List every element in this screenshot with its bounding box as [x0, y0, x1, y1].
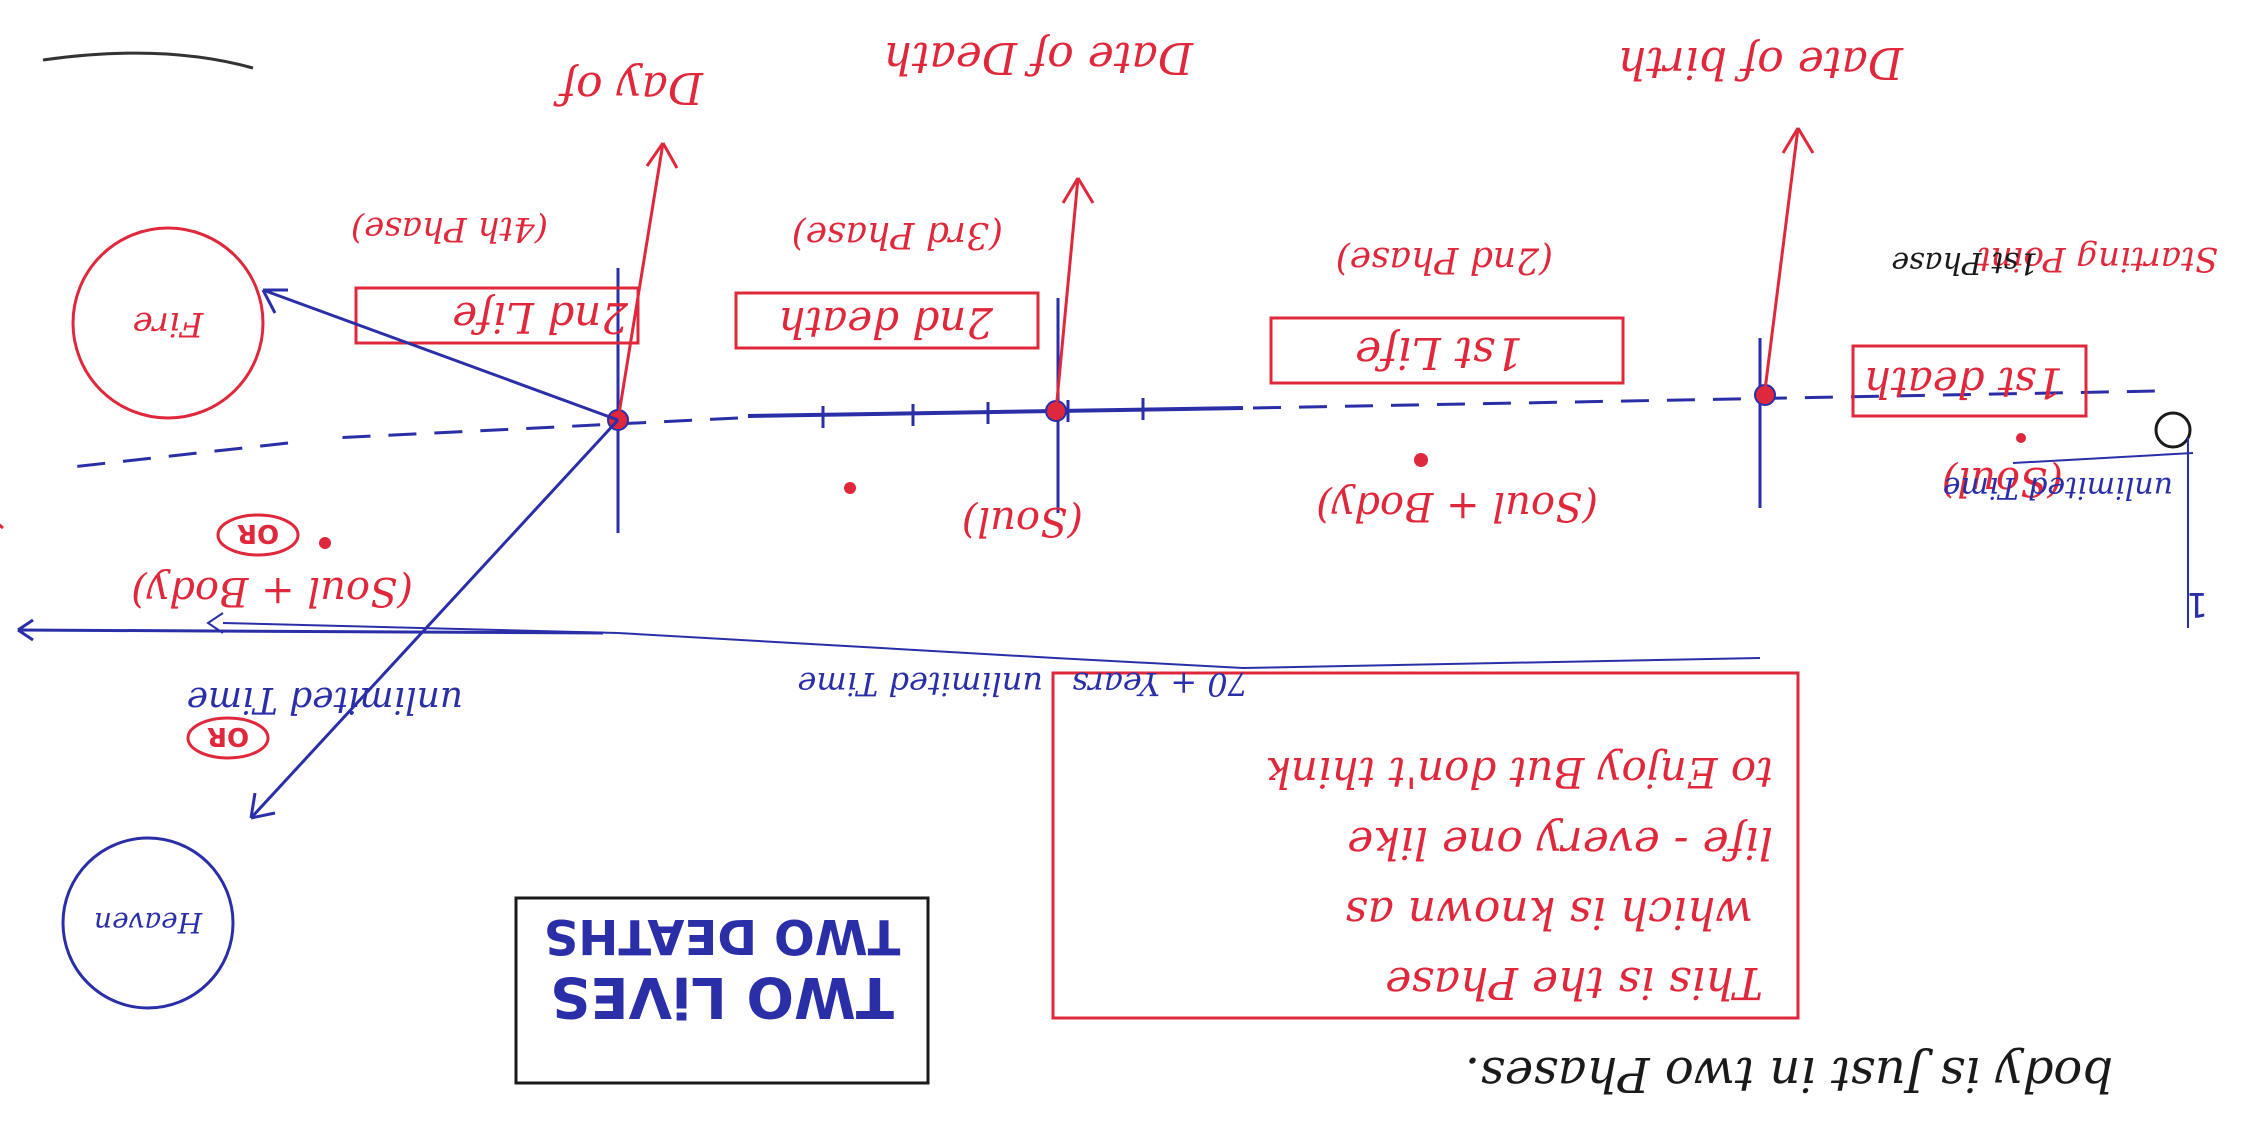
note-line-2: which is known as: [1345, 887, 1753, 938]
branch-arrows: [249, 288, 620, 820]
or-ellipse-top: [216, 513, 300, 557]
start-circle: [2154, 411, 2192, 449]
time-label-1: unlimited Time: [1943, 470, 2173, 505]
phase1-label: 1st Phase: [1891, 245, 2038, 280]
stray-stroke: [42, 51, 254, 70]
starting-point-label: Starting Point: [1977, 239, 2218, 279]
phase1-box-label: 1st death: [1864, 358, 2063, 407]
fire-circle: [71, 226, 265, 420]
solid-line-life: [747, 406, 1244, 418]
phase4-label: (4th Phase): [351, 209, 548, 249]
or-ellipse-bottom: [186, 716, 270, 760]
note-line-1: This is the Phase: [1385, 957, 1763, 1008]
or-label-bottom: OR: [207, 721, 249, 751]
phase3-box-label: 2nd death: [778, 298, 994, 347]
box-second-death: [734, 291, 1040, 350]
phase2-box-label: 1st Life: [1355, 327, 1523, 378]
time-label-3: unlimited Time: [797, 665, 1043, 703]
heaven-circle: [61, 836, 235, 1010]
date-of-birth-label: Date of birth: [1618, 37, 1904, 88]
note-line-3: life - every one like: [1347, 817, 1773, 868]
title-box: [514, 896, 930, 1085]
bottom-note: body is Just in two Phases.: [1465, 1046, 2113, 1102]
title-line1: TWO LiVES: [550, 964, 894, 1029]
time-label-2: 70 + Years: [1072, 665, 1248, 703]
phase2-label: (2nd Phase): [1336, 239, 1553, 280]
note-line-4: to Enjoy But don't think: [1265, 748, 1773, 797]
heaven-circle-label: Heaven: [94, 906, 203, 939]
state-soul-body-2: (Soul + Body): [131, 568, 413, 614]
title-line2: TWO DEATHS: [544, 908, 901, 964]
phase4-box-label: 2nd Life: [452, 293, 629, 342]
phase3-label: (3rd Phase): [792, 214, 1003, 255]
state-soul-1: (Soul): [1942, 458, 2063, 504]
dashed-line-left: [1252, 389, 2159, 410]
or-label-top: OR: [237, 518, 279, 548]
accent-dots: [319, 433, 2026, 549]
note-box: [1051, 671, 1800, 1020]
dashed-line-mid: [332, 416, 739, 440]
fire-circle-label: Fire: [133, 304, 205, 344]
box-second-life: [354, 286, 640, 345]
date-of-death-label: Date of Death: [883, 32, 1194, 83]
marker-arrows: [0, 127, 1815, 530]
phase-boxes: [354, 286, 2088, 418]
unlimited-arrow: [17, 618, 604, 642]
day-of-label: Day of: [553, 62, 704, 113]
time-label-4: unlimited Time: [187, 679, 463, 720]
dashed-line-right: [62, 441, 289, 470]
box-first-death: [1851, 344, 2088, 418]
year-ticks: [821, 398, 1145, 428]
state-soul-body-1: (Soul + Body): [1316, 483, 1598, 529]
number-label: 1: [2186, 584, 2208, 624]
box-first-life: [1269, 316, 1625, 385]
state-soul-2: (Soul): [962, 498, 1083, 544]
